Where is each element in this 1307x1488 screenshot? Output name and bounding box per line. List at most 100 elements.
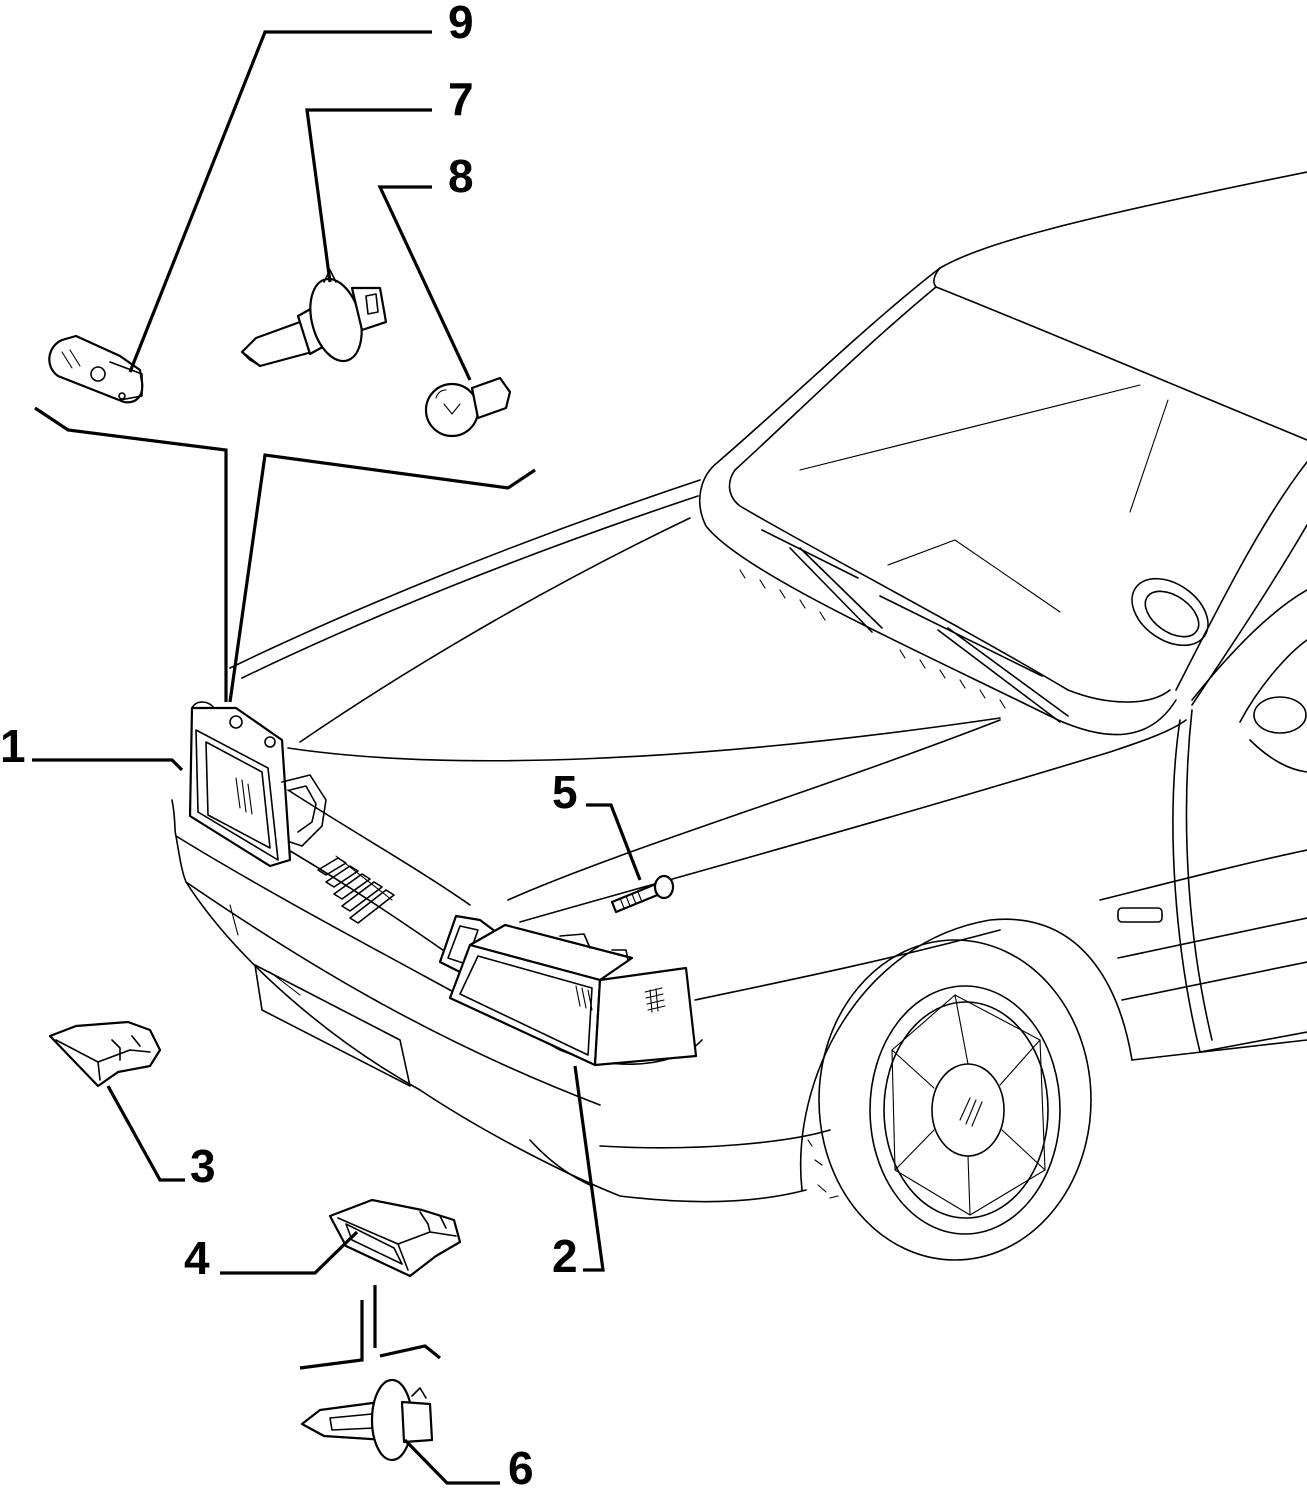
callout-3: 3 [190,1140,216,1192]
windshield-reflection-line [887,539,1061,613]
bulb-filament [90,366,106,382]
headlamp-housing [188,706,292,868]
side-mirror-glass [1144,590,1200,638]
bulb-9-wedge [48,334,144,404]
fender-crease [519,719,1187,923]
bulb-pin [118,392,126,400]
headlamp-adjuster-bracket [48,1020,162,1088]
cowl-outer [698,461,1177,736]
bulb-base [350,286,388,332]
hub-cap-reflection [959,1097,983,1127]
bumper-bottom-edge [185,881,807,1203]
fog-lamp-body [328,1198,462,1278]
bulb-terminal [411,1387,427,1399]
cowl-inner [728,469,1171,703]
right-headlamp-assembly [438,914,698,1067]
bulb-glass-tip [241,351,261,367]
bolt-head [653,874,675,900]
bolt-shank [610,882,662,914]
headlamp-socket [264,736,276,748]
bulb-highlight [61,349,81,369]
right-a-pillar [1175,461,1307,691]
headlamp-lens [195,729,279,861]
side-window-lower [1249,739,1307,773]
bumper-lower-line [599,1129,831,1149]
bumper-face-line [175,835,601,1106]
right-wiper [879,595,1069,723]
fender-top [694,929,1001,1001]
side-marker-lamp [1117,907,1163,923]
callout-9: 9 [448,0,474,48]
bulb-terminal [365,293,379,315]
bulb-glass [424,382,480,438]
leader-line-7 [305,108,432,283]
headlamp-mount-tab [191,701,215,709]
door-panel-edge [1185,709,1213,1041]
callout-5: 5 [552,766,578,818]
bulb-highlight [435,389,447,399]
headlamp-socket [559,933,629,961]
bulb-6-bracket [379,1344,441,1360]
headlamp-lens-frame [459,955,593,1056]
a-pillar-outer [717,267,941,463]
wheel-arch [800,918,1133,1191]
side-sill [1131,1039,1307,1061]
side-window-inner [1239,639,1307,723]
bracket-body [48,1020,162,1088]
bulb-base [109,361,143,401]
hood-front-edge [287,717,1001,762]
bulb-base [400,1400,434,1444]
left-wiper [761,529,883,633]
windshield-top-edge [935,286,1307,441]
callout-4: 4 [184,1232,210,1284]
rim [869,985,1061,1235]
body-side-molding [1117,917,1307,1001]
left-headlamp-assembly [188,701,327,868]
bulb-7-h-type [240,269,388,368]
bulb-filament [443,403,461,415]
headlamp-socket [229,715,243,729]
bulb-6-h-type [300,1378,434,1462]
grille-slats [317,855,395,924]
bumper-detail [229,904,301,996]
cowl-vent-hatching [739,569,1006,709]
windshield-reflection-line [799,384,1141,471]
a-pillar-inner [734,286,937,471]
callout-1: 1 [0,720,26,772]
turn-signal-lens [593,966,698,1067]
interior-steering-wheel [1253,696,1307,734]
rim-inner [883,1001,1049,1219]
headlamp-connector-detail [289,785,317,833]
front-door-edge [1172,719,1307,1053]
leader-line-8 [377,185,472,381]
hood-left-edge [229,479,701,669]
leader-lines [32,30,642,1485]
leader-line-6 [403,1438,500,1485]
fog-lamp-housing [328,1198,462,1278]
headlamp-lens-frame [205,741,271,849]
body-side-line [1099,849,1307,901]
tire [818,939,1092,1261]
hood-center-crease [299,517,691,743]
leader-line-2 [573,1065,605,1272]
bulb-base [470,376,512,420]
bracket-connector [97,1035,151,1063]
tire-tread-marks [807,1139,839,1199]
headlamp-reflection [575,985,593,1011]
side-window-frame [1191,589,1307,701]
hood-right-edge [507,719,1001,901]
license-plate-area [254,964,411,1087]
leader-line-9 [128,30,432,373]
callout-6: 6 [508,1442,534,1488]
headlamp-back-connector-detail [447,925,479,965]
hood-left-edge-inner [241,495,699,679]
bulb-group-bracket [34,406,228,702]
grille-top-line [287,789,471,906]
mounting-bolt [610,874,675,914]
fog-lamp-recess [529,1139,593,1187]
callout-8: 8 [448,150,474,202]
callout-7: 7 [448,73,474,125]
front-wheel [807,939,1092,1261]
turn-signal-reflection [644,987,666,1013]
